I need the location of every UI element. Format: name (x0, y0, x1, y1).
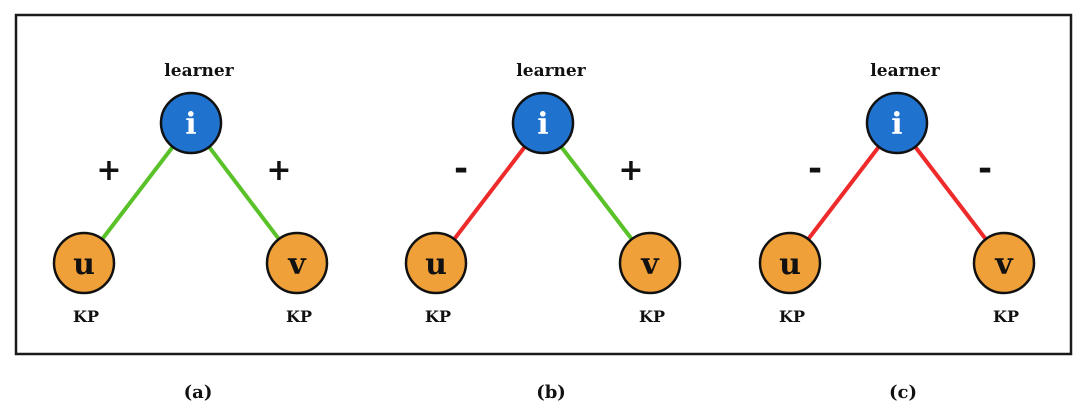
right-kp-label: KP (993, 307, 1019, 326)
learner-node (865, 91, 929, 155)
left-kp-label: KP (779, 307, 805, 326)
left-kp-node-letter: u (73, 247, 95, 282)
left-edge-negative (805, 144, 882, 242)
left-edge-positive (99, 144, 176, 242)
left-kp-node (758, 231, 822, 295)
right-plus-sign-icon: + (618, 153, 643, 188)
diagram-frame (14, 13, 1073, 356)
right-kp-node-letter: v (287, 247, 307, 282)
panel-a: + + learner i uKP vKP (52, 61, 329, 326)
learner-label: learner (870, 61, 940, 81)
right-kp-node (972, 231, 1036, 295)
left-minus-sign-icon: - (454, 149, 468, 189)
left-edge-negative (451, 144, 528, 242)
learner-node (511, 91, 575, 155)
left-kp-node (52, 231, 116, 295)
right-kp-label: KP (639, 307, 665, 326)
panel-caption-c: (c) (889, 382, 917, 403)
panel-caption-b: (b) (536, 382, 566, 403)
learner-node-letter: i (891, 107, 902, 142)
left-kp-label: KP (73, 307, 99, 326)
right-kp-label: KP (286, 307, 312, 326)
right-edge-positive (206, 144, 282, 242)
left-kp-label: KP (425, 307, 451, 326)
left-kp-node-letter: u (425, 247, 447, 282)
left-plus-sign-icon: + (96, 153, 121, 188)
right-edge-positive (558, 144, 635, 242)
left-kp-node-letter: u (779, 247, 801, 282)
right-kp-node (618, 231, 682, 295)
left-kp-node (404, 231, 468, 295)
right-kp-node-letter: v (640, 247, 660, 282)
learner-node-letter: i (185, 107, 196, 142)
learner-node-letter: i (537, 107, 548, 142)
panel-c: - - learner i uKP vKP (758, 61, 1036, 326)
left-minus-sign-icon: - (808, 149, 822, 189)
right-minus-sign-icon: - (978, 149, 992, 189)
learner-label: learner (516, 61, 586, 81)
right-edge-negative (912, 144, 989, 242)
right-kp-node-letter: v (994, 247, 1014, 282)
panel-caption-a: (a) (184, 382, 213, 403)
right-plus-sign-icon: + (266, 153, 291, 188)
learner-label: learner (164, 61, 234, 81)
learner-node (159, 91, 223, 155)
panel-b: - + learner i uKP vKP (404, 61, 682, 326)
right-kp-node (265, 231, 329, 295)
